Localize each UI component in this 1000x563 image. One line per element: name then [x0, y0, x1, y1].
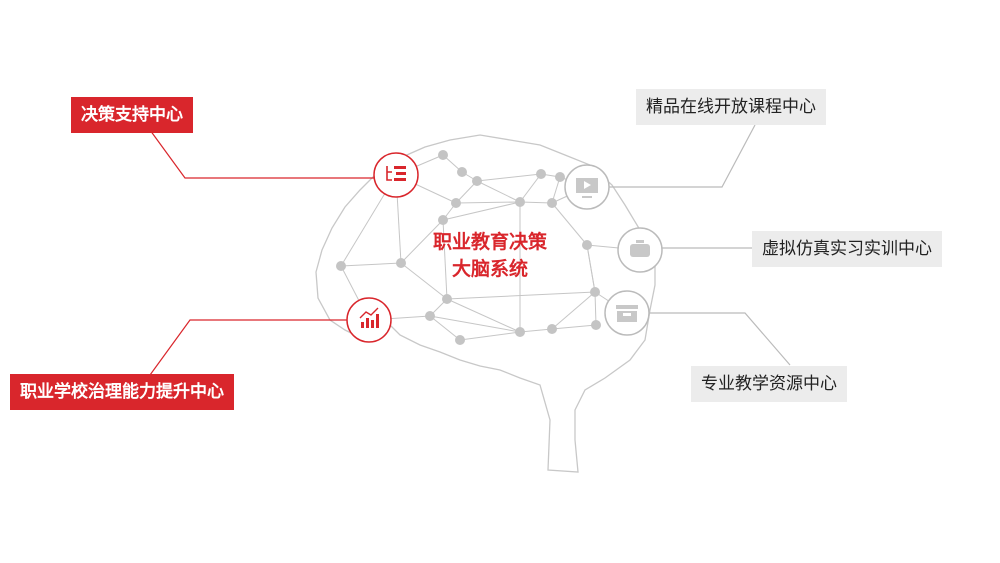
network-edge	[429, 315, 461, 341]
network-edge	[519, 173, 542, 203]
center-title: 职业教育决策 大脑系统	[410, 229, 570, 283]
network-node	[547, 324, 557, 334]
network-node	[591, 320, 601, 330]
network-node	[515, 327, 525, 337]
network-edge	[586, 244, 596, 293]
network-edge	[519, 328, 553, 333]
network-node	[425, 311, 435, 321]
network-node	[582, 240, 592, 250]
network-node	[451, 198, 461, 208]
resource-box-icon[interactable]	[604, 290, 650, 336]
network-node	[438, 150, 448, 160]
network-edge	[442, 219, 448, 300]
network-node	[336, 261, 346, 271]
connector-lines	[149, 124, 791, 376]
center-title-line2: 大脑系统	[451, 258, 528, 280]
vr-headset-icon[interactable]	[617, 227, 663, 273]
network-edge	[446, 291, 596, 300]
center-title-line1: 职业教育决策	[432, 231, 547, 253]
network-node	[547, 198, 557, 208]
network-edge	[551, 202, 588, 246]
label-decision-support[interactable]: 决策支持中心	[71, 97, 193, 133]
network-edge	[476, 180, 521, 203]
network-edge	[551, 291, 596, 330]
network-node	[455, 335, 465, 345]
network-edge	[594, 291, 597, 326]
network-node	[536, 169, 546, 179]
network-edge	[551, 324, 597, 330]
network-edge	[519, 201, 553, 204]
network-edge	[340, 262, 402, 267]
label-virtual-training[interactable]: 虚拟仿真实习实训中心	[752, 231, 942, 267]
network-node	[590, 287, 600, 297]
label-online-courses[interactable]: 精品在线开放课程中心	[636, 89, 826, 125]
network-edge	[459, 331, 521, 341]
network-edge	[476, 173, 542, 182]
tree-list-icon[interactable]	[373, 152, 419, 198]
network-edge	[429, 315, 521, 333]
network-node	[555, 172, 565, 182]
network-node	[396, 258, 406, 268]
network-edge	[455, 201, 521, 204]
network-edge	[400, 262, 448, 300]
network-node	[515, 197, 525, 207]
label-teaching-resources[interactable]: 专业教学资源中心	[691, 366, 847, 402]
network-node	[442, 294, 452, 304]
network-node	[438, 215, 448, 225]
label-school-governance[interactable]: 职业学校治理能力提升中心	[10, 374, 234, 410]
network-node	[457, 167, 467, 177]
video-monitor-icon[interactable]	[564, 164, 610, 210]
growth-chart-icon[interactable]	[346, 297, 392, 343]
network-nodes	[336, 150, 601, 345]
network-edge	[442, 201, 521, 221]
network-edge	[455, 180, 478, 204]
network-edge	[446, 298, 521, 333]
network-edge	[400, 219, 444, 264]
network-node	[472, 176, 482, 186]
